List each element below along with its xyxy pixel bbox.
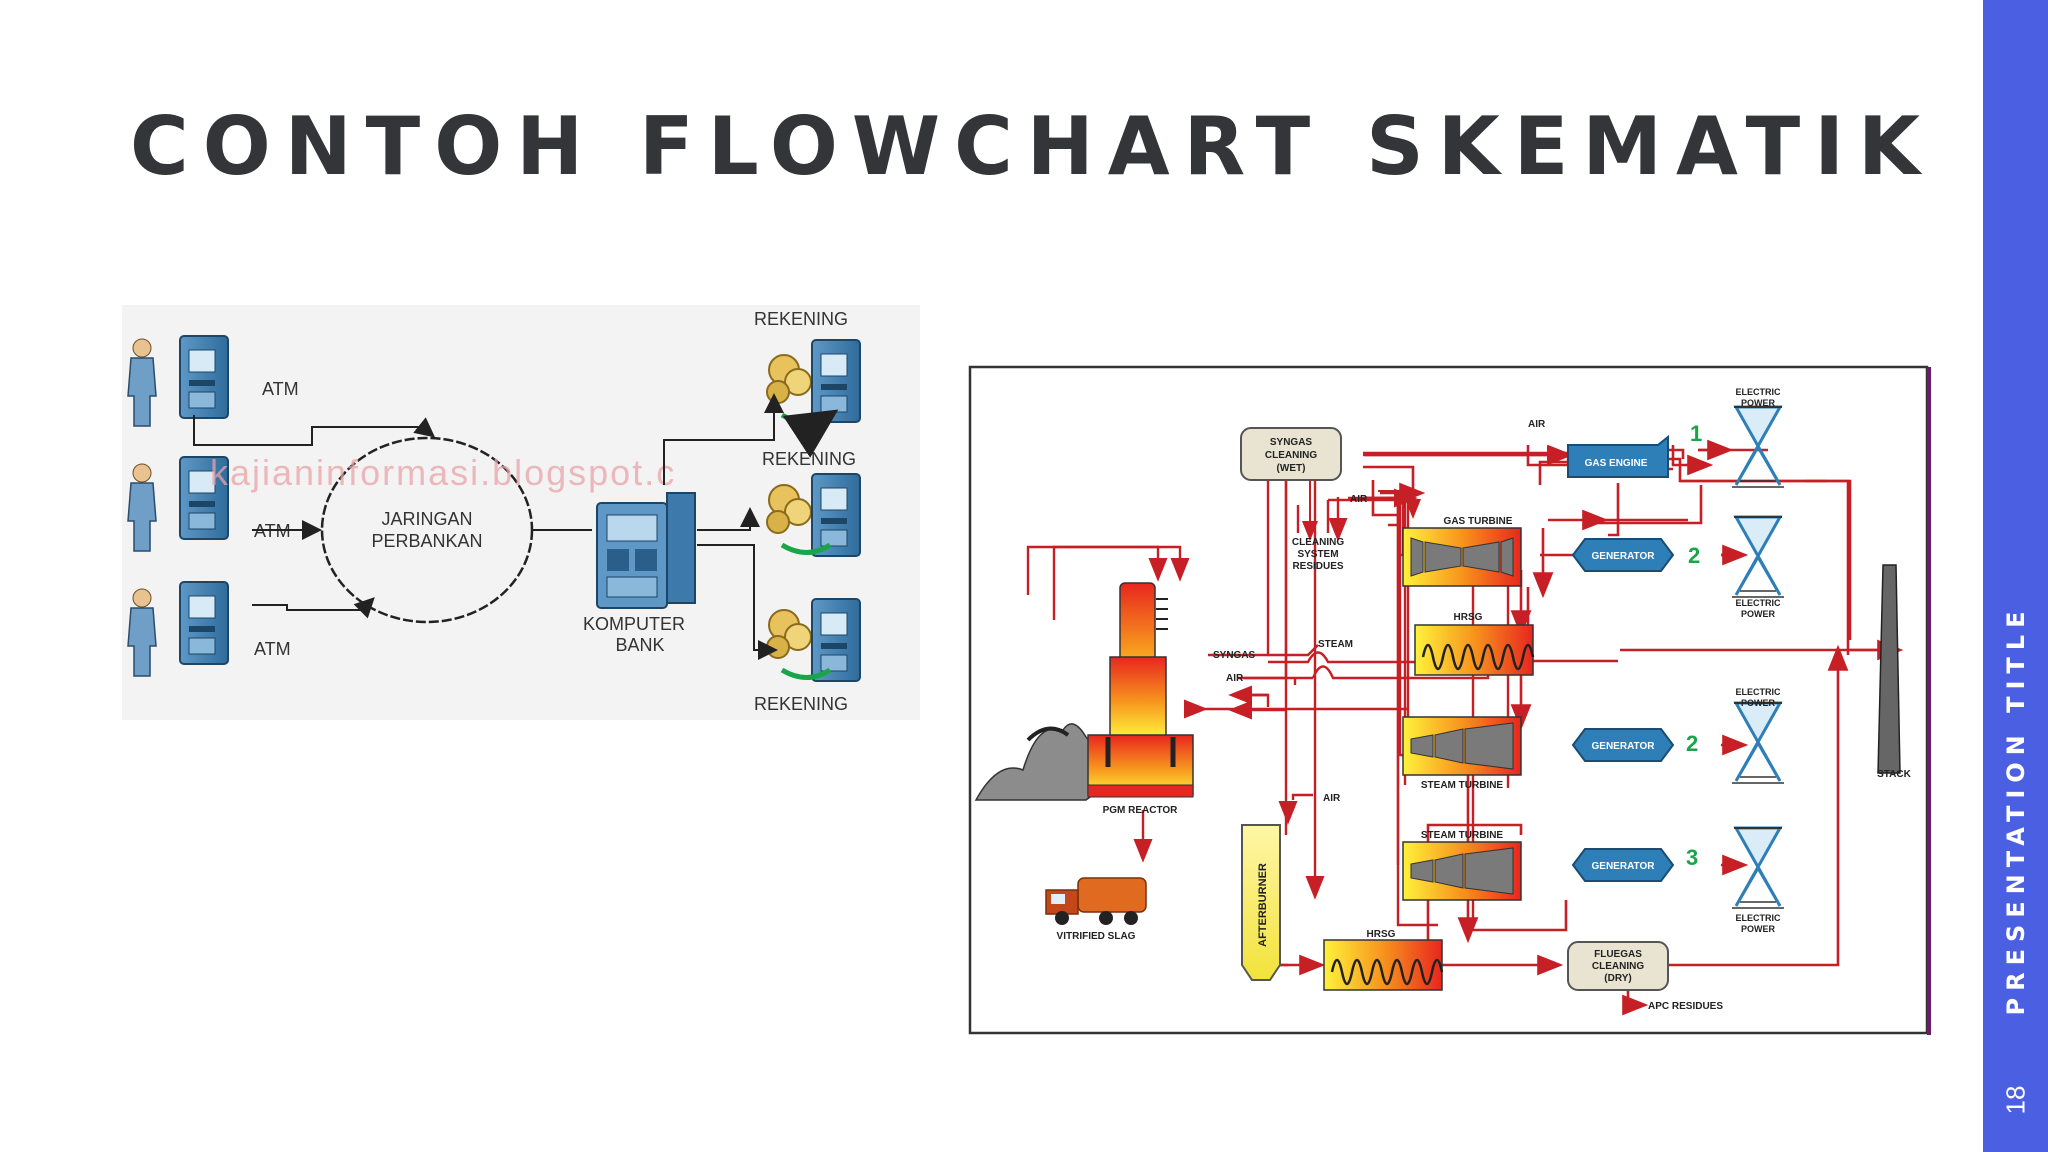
fluegas-cleaning-label: FLUEGAS [1594, 949, 1642, 960]
stack [1877, 564, 1901, 774]
cleaning-residues-label: SYSTEM [1297, 549, 1338, 560]
power-line-number: 2 [1688, 543, 1700, 568]
pgm-reactor-label: PGM REACTOR [1103, 805, 1179, 816]
electric-power-label: ELECTRIC [1736, 387, 1782, 397]
plant-schematic-diagram: SYNGAS CLEANING (WET) CLEANING SYSTEM RE… [968, 365, 1931, 1035]
account-label: REKENING [754, 694, 848, 714]
syngas-cleaning-wet-box [1240, 427, 1342, 481]
steam-turbine-label: STEAM TURBINE [1421, 830, 1504, 841]
afterburner [1241, 824, 1281, 981]
atm-label: ATM [254, 639, 291, 659]
bank-label: BANK [615, 635, 664, 655]
electric-power-label: ELECTRIC [1736, 687, 1782, 697]
pgm-reactor [1087, 582, 1194, 798]
presentation-title: PRESENTATION TITLE [2001, 604, 2030, 1016]
network-label: PERBANKAN [371, 531, 482, 551]
fluegas-cleaning-box [1567, 941, 1669, 991]
air-label: AIR [1350, 494, 1368, 505]
syngas-cleaning-wet-label: SYNGAS [1270, 437, 1313, 448]
afterburner-label: AFTERBURNER [1257, 863, 1269, 947]
atm-connector [252, 597, 375, 619]
network-label: JARINGAN [381, 509, 472, 529]
account-unit-1 [766, 339, 861, 458]
bank-account-connector [697, 544, 778, 660]
generator-label: GENERATOR [1592, 551, 1656, 562]
steam-turbine-lower [1402, 841, 1522, 901]
air-label: AIR [1226, 673, 1244, 684]
bank-account-connector [663, 393, 784, 485]
syngas-label: SYNGAS [1213, 650, 1256, 661]
gas-engine [1567, 434, 1669, 478]
generator-label: GENERATOR [1592, 741, 1656, 752]
generator-label: GENERATOR [1592, 861, 1656, 872]
account-label: REKENING [754, 309, 848, 329]
banking-network-diagram: ATM ATM ATM JARINGAN PERBANKAN KOMPUTER … [122, 305, 920, 720]
steam-turbine-middle [1402, 716, 1522, 776]
hrsg-label: HRSG [1454, 612, 1483, 623]
bank-label: KOMPUTER [583, 614, 685, 634]
vitrified-slag-label: VITRIFIED SLAG [1057, 931, 1136, 942]
gas-engine-label: GAS ENGINE [1585, 458, 1648, 469]
page-number: 18 [2000, 1085, 2030, 1115]
gas-turbine-label: GAS TURBINE [1444, 516, 1513, 527]
air-label: AIR [1323, 793, 1341, 804]
side-band: PRESENTATION TITLE 18 [1983, 0, 2048, 1152]
hrsg-label: HRSG [1367, 929, 1396, 940]
fluegas-cleaning-label: (DRY) [1604, 973, 1631, 984]
watermark: kajianinformasi.blogspot.c [210, 452, 676, 493]
account-unit-3 [766, 598, 861, 682]
account-unit-2 [766, 473, 861, 557]
electric-power-label: POWER [1741, 609, 1776, 619]
syngas-cleaning-wet-label: (WET) [1277, 463, 1306, 474]
account-label: REKENING [762, 449, 856, 469]
cleaning-residues-label: RESIDUES [1292, 561, 1343, 572]
power-line-number: 2 [1686, 731, 1698, 756]
slag-truck [1045, 877, 1147, 925]
cleaning-residues-label: CLEANING [1292, 537, 1344, 548]
fluegas-cleaning-label: CLEANING [1592, 961, 1644, 972]
bank-account-connector [697, 507, 760, 531]
apc-residues-label: APC RESIDUES [1648, 1001, 1723, 1012]
stack-label: STACK [1877, 769, 1911, 780]
atm-label: ATM [262, 379, 299, 399]
electric-power-label: POWER [1741, 924, 1776, 934]
electric-power-label: POWER [1741, 398, 1776, 408]
syngas-cleaning-wet-label: CLEANING [1265, 450, 1317, 461]
steam-label: STEAM [1318, 639, 1353, 650]
gas-turbine [1402, 527, 1522, 587]
hrsg-lower [1322, 938, 1444, 992]
electric-power-label: ELECTRIC [1736, 598, 1782, 608]
bank-computer [596, 492, 696, 609]
steam-turbine-label: STEAM TURBINE [1421, 780, 1504, 791]
power-line-number: 3 [1686, 845, 1698, 870]
slide-title: CONTOH FLOWCHART SKEMATIK [130, 100, 1934, 193]
air-label: AIR [1528, 419, 1546, 430]
electric-power-label: ELECTRIC [1736, 913, 1782, 923]
electric-power-label: POWER [1741, 698, 1776, 708]
atm-connector [193, 415, 436, 446]
power-line-number: 1 [1690, 421, 1702, 446]
hrsg-upper [1413, 623, 1535, 677]
